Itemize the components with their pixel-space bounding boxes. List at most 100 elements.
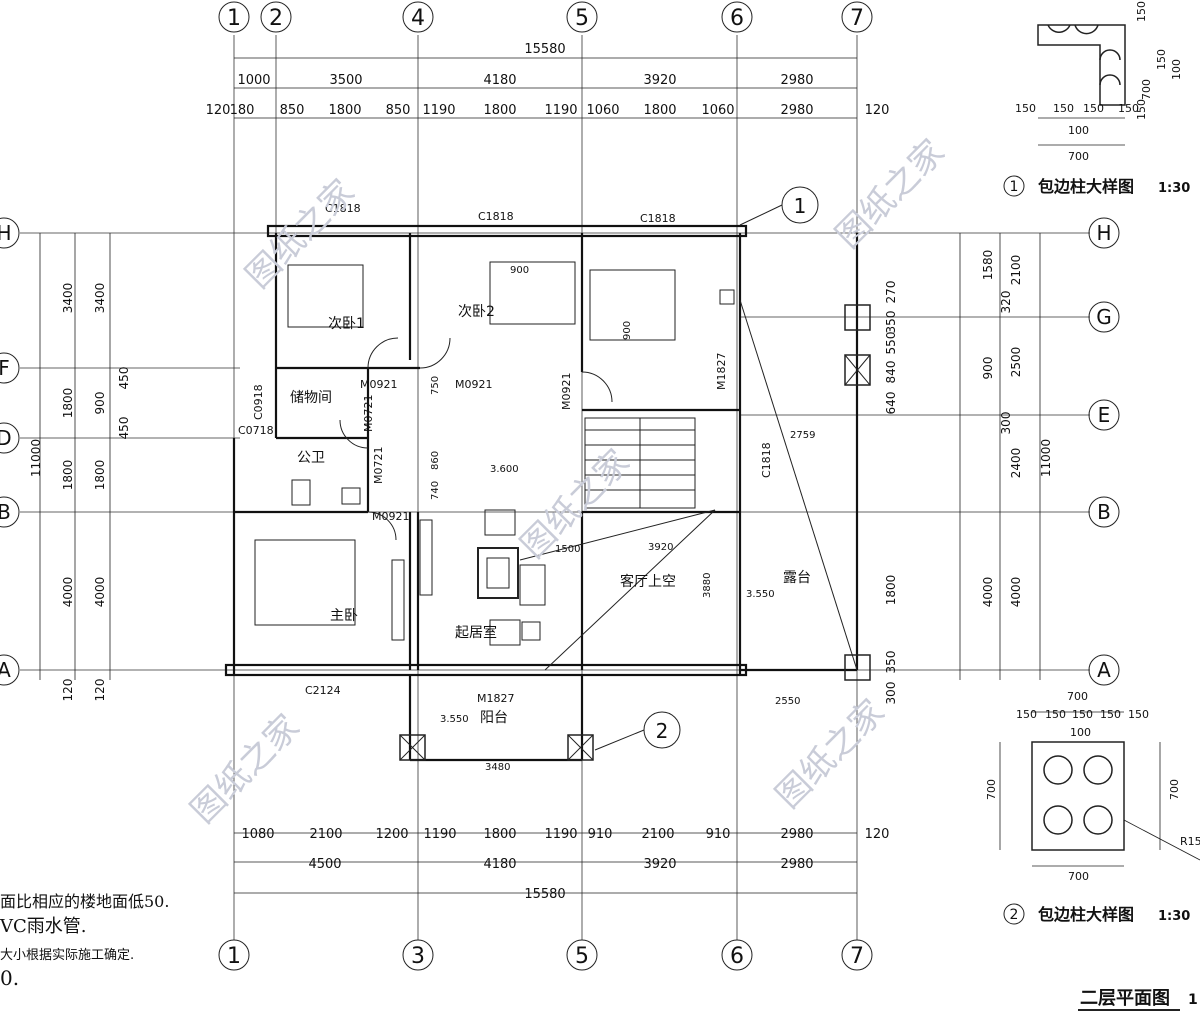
room-label-storage: 储物间	[290, 390, 332, 406]
detail-2-title: 2 包边柱大样图 1:30	[1003, 903, 1190, 925]
left-dim: 3400	[61, 283, 75, 314]
detail-2-dims: 700 150 150 150 150 100 150 700 700 700 …	[985, 690, 1200, 883]
detail-dim: 150	[1016, 708, 1037, 721]
top-row2-dim: 1800	[328, 103, 361, 118]
top-row2-dim: 1060	[586, 103, 619, 118]
detail-dim: 700	[1068, 150, 1089, 163]
room-labels: 次卧1 次卧2 储物间 公卫 主卧 起居室 客厅上空 露台 阳台	[290, 304, 811, 726]
detail-dim: 700	[985, 779, 998, 800]
left-total-dim: 11000	[29, 439, 43, 477]
detail-scale: 1:30	[1158, 181, 1190, 196]
detail-dim: 150	[1100, 708, 1121, 721]
dim-label: 1500	[555, 544, 580, 555]
axis-label: H	[1096, 221, 1111, 245]
axis-label: 7	[850, 6, 864, 31]
right-dim: 350	[884, 311, 898, 334]
right-mid-dim: 2100	[1009, 255, 1023, 286]
window-code: C2124	[305, 684, 341, 697]
terrace-lines	[519, 299, 858, 671]
detail-1-dims: 150 150 150 150 100 700 150 700 150 100 …	[1015, 1, 1183, 163]
axis-label: 1	[227, 6, 241, 31]
left-dim: 120	[93, 679, 107, 702]
detail-1-title: 1 包边柱大样图 1:30	[1003, 175, 1190, 197]
top-row2-dim: 850	[386, 103, 411, 118]
top-dim-5: 2980	[780, 73, 813, 88]
note-line-2: VC雨水管.	[0, 916, 87, 937]
detail-dim: 150	[1135, 1, 1148, 22]
axis-label: 7	[850, 944, 864, 969]
detail-dim: 150	[1128, 708, 1149, 721]
dim-label: 3920	[648, 542, 673, 553]
note-line-4: 0.	[0, 966, 20, 990]
axis-label: 4	[411, 6, 425, 31]
staircase	[584, 417, 696, 509]
top-total-dimension: 15580	[524, 42, 565, 57]
right-dim: 550	[884, 332, 898, 355]
right-dim: 270	[884, 281, 898, 304]
watermark: 图纸之家	[183, 707, 307, 831]
top-row2-dim: 1800	[643, 103, 676, 118]
window-code: C1818	[325, 202, 361, 215]
detail-dim: 150	[1015, 102, 1036, 115]
bottom-row1-dim: 1800	[483, 827, 516, 842]
room-label-balcony: 阳台	[480, 710, 508, 726]
dim-label: 900	[510, 265, 529, 276]
axis-label: A	[1097, 658, 1111, 682]
callout-number: 1	[794, 194, 807, 218]
door-code: M0921	[455, 378, 493, 391]
bottom-row1-dim: 2980	[780, 827, 813, 842]
furniture	[254, 261, 735, 646]
left-dim: 3400	[93, 283, 107, 314]
watermark: 图纸之家	[828, 132, 952, 256]
dim-label: 3480	[485, 762, 510, 773]
monitor	[486, 557, 510, 589]
door-code: M1827	[477, 692, 515, 705]
left-dim: 900	[93, 392, 107, 415]
right-mid-dim: 2500	[1009, 347, 1023, 378]
detail-1-drawing	[1037, 24, 1126, 146]
axis-label: 6	[730, 6, 744, 31]
axis-label: F	[0, 356, 10, 380]
door-code: M0921	[372, 510, 410, 523]
bottom-row2-dim: 4500	[308, 857, 341, 872]
chair	[519, 564, 546, 606]
cabinet	[419, 519, 433, 596]
detail-dim: R15	[1180, 835, 1200, 848]
left-dim: 4000	[93, 577, 107, 608]
axis-label: 1	[227, 944, 241, 969]
top-row2-dim: 120	[865, 103, 890, 118]
window-code: C1818	[640, 212, 676, 225]
top-row2-dim: 120	[206, 103, 231, 118]
dim-label: 2550	[775, 696, 800, 707]
dim-label: 860	[430, 451, 441, 470]
bottom-row1-dim: 910	[588, 827, 613, 842]
chair	[484, 509, 516, 536]
axis-label: D	[0, 426, 12, 450]
bottom-row1-dim: 1190	[544, 827, 577, 842]
detail-dim: 150	[1083, 102, 1104, 115]
misc-labels: 3.600 3.550 3.550 3920 3880 3480 2550 27…	[430, 265, 815, 773]
door-code: M0721	[362, 395, 375, 433]
bottom-row1-dim: 1190	[423, 827, 456, 842]
top-row2-dim: 850	[280, 103, 305, 118]
elevation-label: 3.550	[440, 714, 469, 725]
bed	[254, 539, 356, 626]
bottom-row1-dim: 1080	[241, 827, 274, 842]
axis-label: G	[1096, 305, 1112, 329]
axis-label: 5	[575, 944, 589, 969]
room-label-void: 客厅上空	[620, 573, 676, 590]
detail-scale: 1:30	[1158, 909, 1190, 924]
right-mid-dim: 2400	[1009, 448, 1023, 479]
door-swings	[339, 337, 613, 541]
door-code: M0921	[560, 373, 573, 411]
top-dim-2: 3500	[329, 73, 362, 88]
detail-number: 2	[1010, 907, 1019, 923]
door-code: M0921	[360, 378, 398, 391]
right-mid-dim: 4000	[1009, 577, 1023, 608]
detail-number: 1	[1010, 179, 1019, 195]
room-label-bathroom: 公卫	[297, 450, 325, 466]
right-total-dim: 11000	[1039, 439, 1053, 477]
top-row2-dim: 1190	[422, 103, 455, 118]
callout-number: 2	[656, 719, 669, 743]
axis-label: 3	[411, 944, 425, 969]
